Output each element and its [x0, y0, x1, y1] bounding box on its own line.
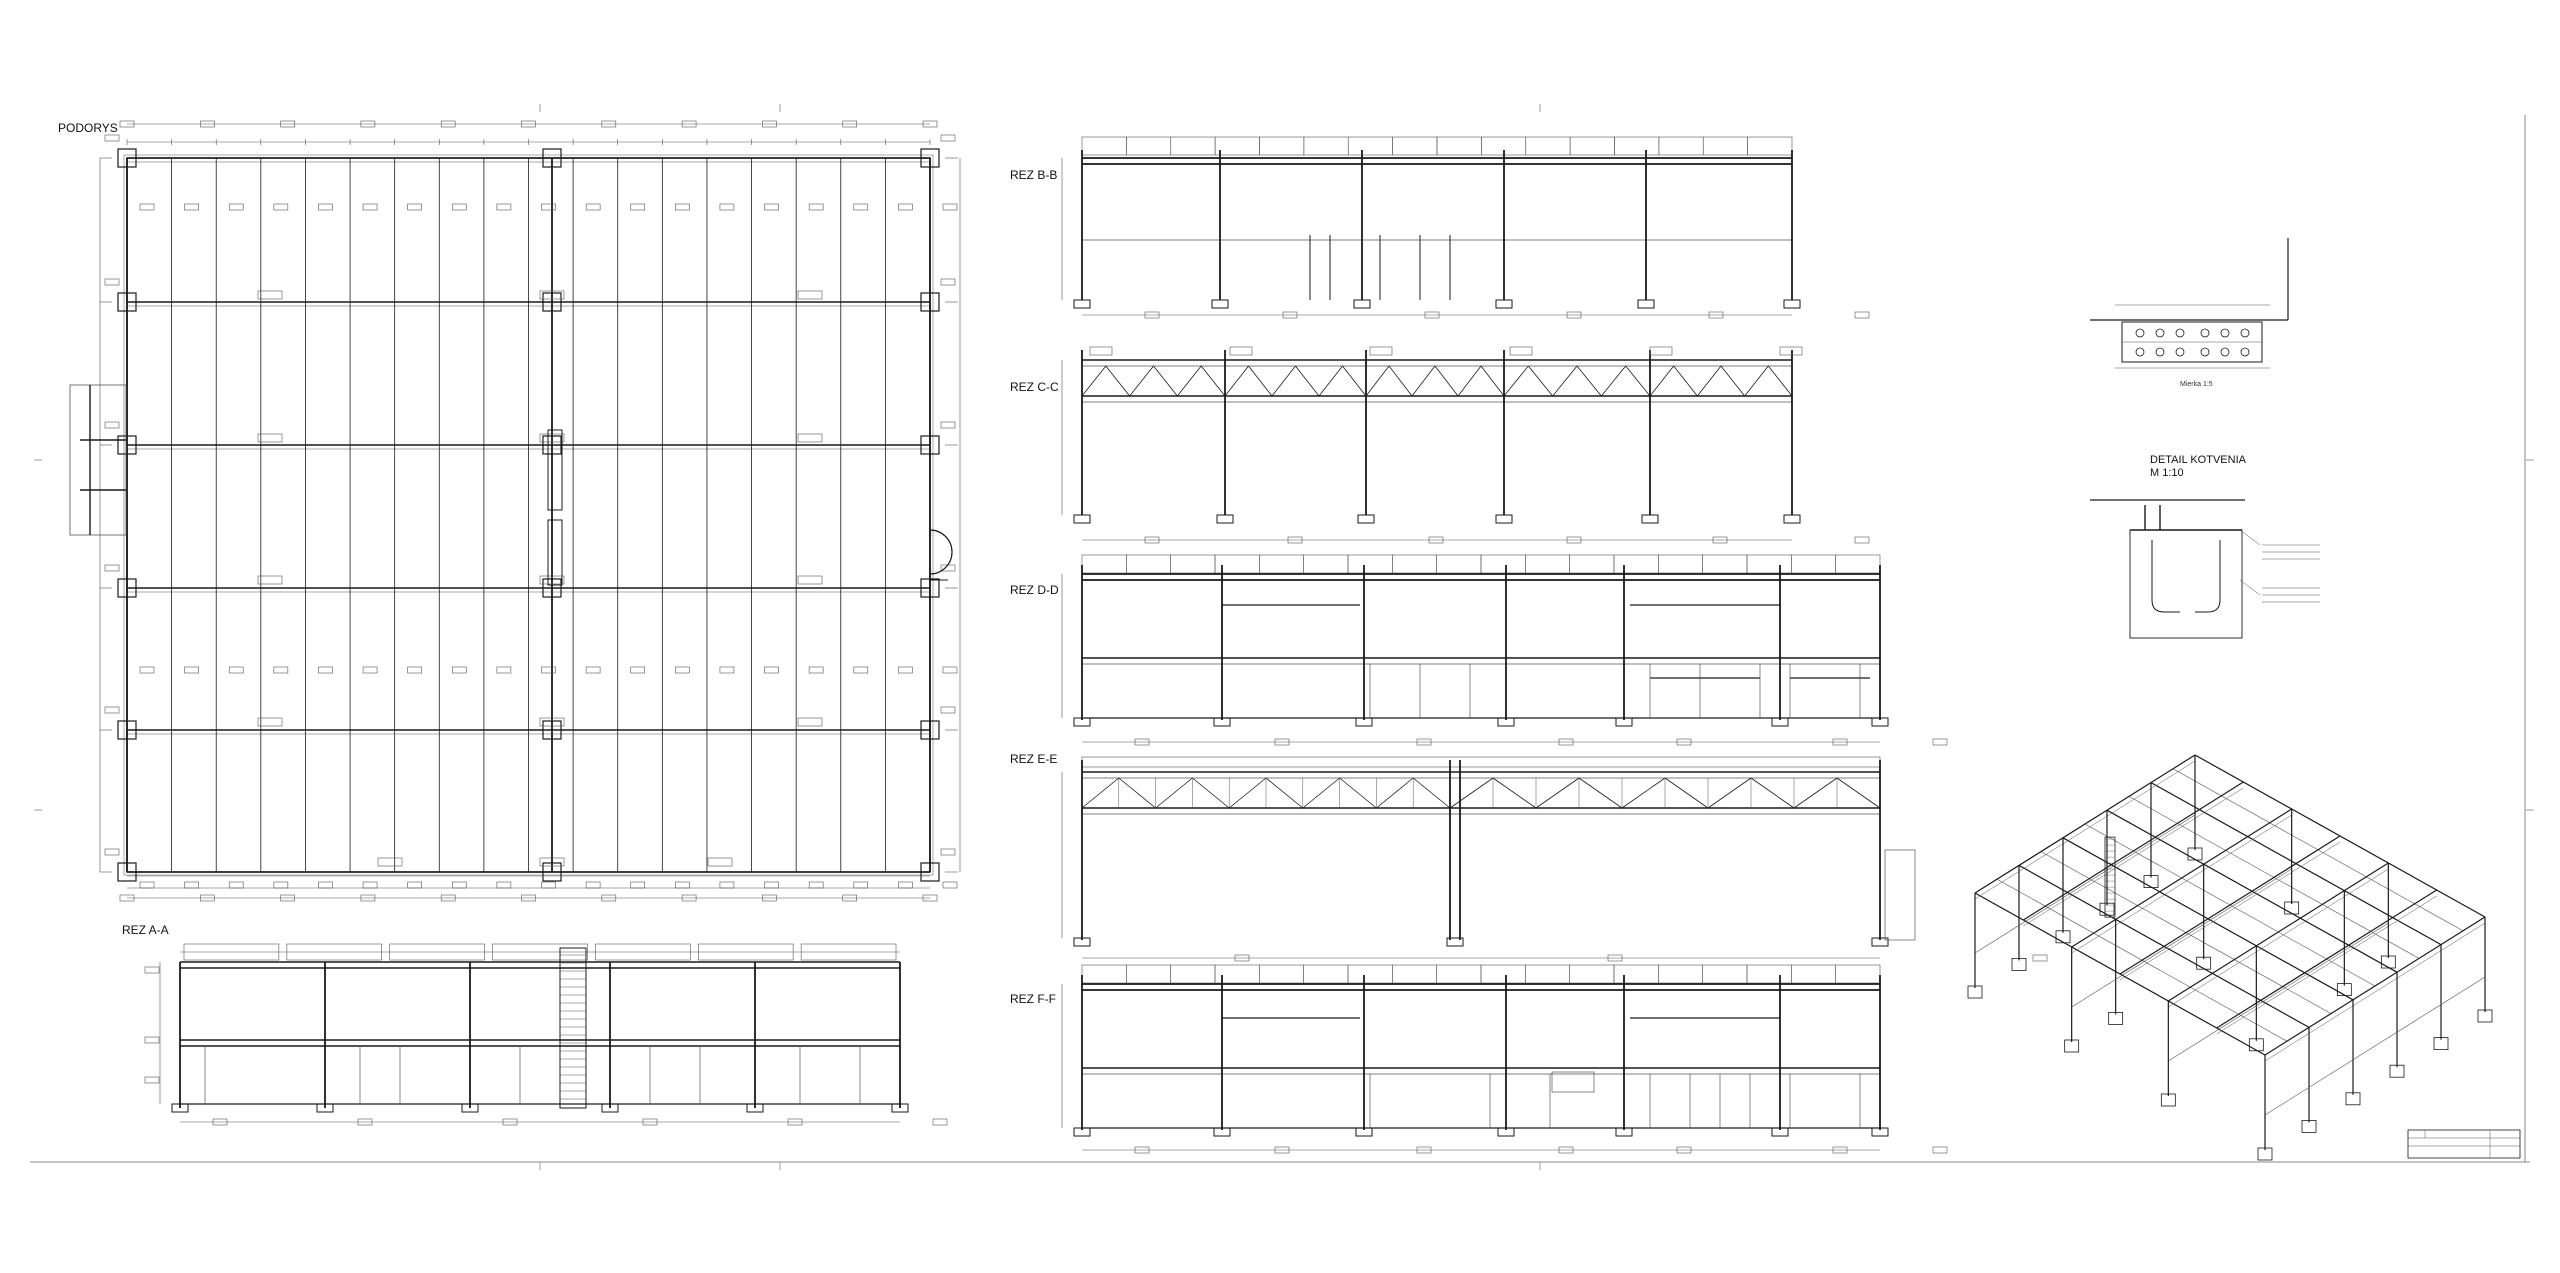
- isometric-3d-view: [1967, 754, 2493, 1161]
- label-rez-ee: REZ E-E: [1010, 752, 1058, 766]
- section-aa: [144, 943, 948, 1126]
- detail-scale: M 1:10: [2150, 467, 2184, 479]
- detail-title: DETAIL KOTVENIA: [2150, 454, 2246, 466]
- section-ee: [1061, 756, 2048, 962]
- label-podorys: PODORYS: [58, 121, 118, 135]
- anchorage-detail: [2090, 499, 2320, 639]
- label-rez-ff: REZ F-F: [1010, 992, 1056, 1006]
- base-plate-detail: [2090, 238, 2289, 369]
- title-block: [2407, 1129, 2521, 1159]
- section-ff: [1061, 964, 1948, 1154]
- label-rez-bb: REZ B-B: [1010, 168, 1058, 182]
- section-dd: [1061, 554, 1948, 746]
- floor-plan: [69, 120, 961, 902]
- label-rez-dd: REZ D-D: [1010, 583, 1059, 597]
- label-rez-aa: REZ A-A: [122, 923, 169, 937]
- sheet-frame: [30, 104, 2534, 1170]
- label-rez-cc: REZ C-C: [1010, 380, 1059, 394]
- plate-caption: Mierka 1:5: [2180, 381, 2213, 388]
- section-cc: [1061, 346, 1870, 544]
- section-bb: [1061, 136, 1870, 319]
